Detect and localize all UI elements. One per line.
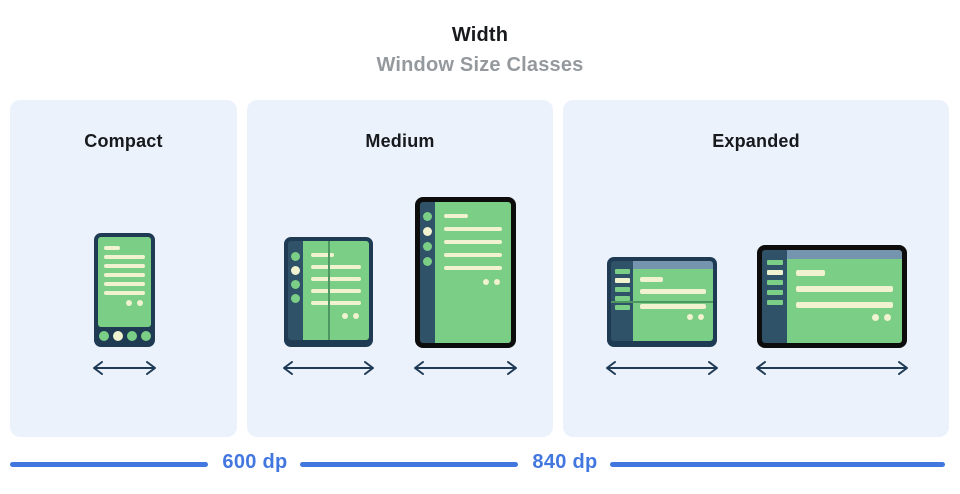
- content-line: [796, 286, 893, 292]
- sidebar-dot: [291, 294, 300, 303]
- screen-content: [303, 241, 369, 340]
- ruler-line-segment: [610, 462, 945, 467]
- width-arrow-icon: [93, 361, 156, 375]
- content-line: [796, 270, 826, 276]
- content-line: [640, 304, 706, 309]
- foldable-portrait-illustration: [284, 237, 373, 347]
- sidebar-dot: [423, 257, 432, 266]
- sidebar-dot: [291, 280, 300, 289]
- content-line: [104, 264, 145, 268]
- sidebar-item: [614, 269, 630, 274]
- sidebar-item: [614, 278, 630, 283]
- content-line: [796, 302, 893, 308]
- nav-dot: [112, 331, 123, 341]
- content-line: [640, 289, 706, 294]
- content-dots: [104, 300, 145, 306]
- app-top-bar: [787, 250, 902, 259]
- content-line: [104, 273, 145, 277]
- content-line: [444, 240, 502, 244]
- breakpoint-600dp-label: 600 dp: [222, 451, 288, 473]
- width-arrow-icon: [756, 361, 908, 375]
- content-dots: [640, 314, 706, 320]
- sidebar-item: [766, 290, 783, 295]
- phone-nav-bar: [98, 328, 151, 344]
- tablet-portrait-illustration: [415, 197, 516, 348]
- ruler-line-segment: [10, 462, 208, 467]
- screen-content: [787, 259, 902, 343]
- page-title: Width: [451, 24, 509, 46]
- content-line: [444, 214, 469, 218]
- content-line: [311, 253, 334, 257]
- content-line: [311, 277, 361, 281]
- panel-compact: Compact: [10, 100, 237, 437]
- screen-content: [435, 202, 511, 343]
- content-dots: [796, 314, 893, 321]
- width-arrow-icon: [283, 361, 374, 375]
- content-line: [444, 227, 502, 231]
- sidebar: [420, 202, 435, 343]
- page-subtitle: Window Size Classes: [376, 54, 584, 76]
- sidebar-item: [766, 260, 783, 265]
- content-line: [104, 282, 145, 286]
- phone-screen: [98, 237, 151, 327]
- fold-line: [327, 241, 330, 340]
- content-line: [104, 255, 145, 259]
- breakpoint-840dp-label: 840 dp: [532, 451, 598, 473]
- sidebar-item: [614, 296, 630, 301]
- sidebar-item: [766, 300, 783, 305]
- fold-line: [611, 301, 713, 303]
- sidebar-dot: [291, 266, 300, 275]
- phone-illustration: [94, 233, 155, 347]
- nav-dot: [140, 331, 151, 341]
- sidebar-dot: [423, 212, 432, 221]
- screen-content: [633, 269, 713, 341]
- panel-compact-label: Compact: [84, 131, 163, 151]
- sidebar-item: [614, 287, 630, 292]
- content-dots: [444, 279, 502, 285]
- sidebar-dot: [423, 227, 432, 236]
- width-arrow-icon: [606, 361, 718, 375]
- panel-medium-label: Medium: [365, 131, 435, 151]
- sidebar-dot: [291, 252, 300, 261]
- content-line: [311, 289, 361, 293]
- content-line: [104, 246, 121, 250]
- app-top-bar: [633, 261, 713, 269]
- content-dots: [311, 313, 361, 319]
- panel-expanded-label: Expanded: [712, 131, 800, 151]
- content-line: [311, 265, 361, 269]
- content-line: [444, 253, 502, 257]
- content-line: [640, 277, 664, 282]
- sidebar-dot: [423, 242, 432, 251]
- sidebar-item: [766, 270, 783, 275]
- panel-expanded: Expanded: [563, 100, 949, 437]
- panel-medium: Medium: [247, 100, 553, 437]
- ruler-line-segment: [300, 462, 518, 467]
- sidebar-item: [614, 305, 630, 310]
- nav-dot: [98, 331, 109, 341]
- content-line: [104, 291, 145, 295]
- sidebar: [762, 250, 787, 343]
- content-line: [311, 301, 361, 305]
- sidebar-item: [766, 280, 783, 285]
- width-arrow-icon: [414, 361, 517, 375]
- sidebar: [288, 241, 303, 340]
- foldable-landscape-illustration: [607, 257, 717, 347]
- nav-dot: [126, 331, 137, 341]
- content-line: [444, 266, 502, 270]
- tablet-landscape-illustration: [757, 245, 907, 348]
